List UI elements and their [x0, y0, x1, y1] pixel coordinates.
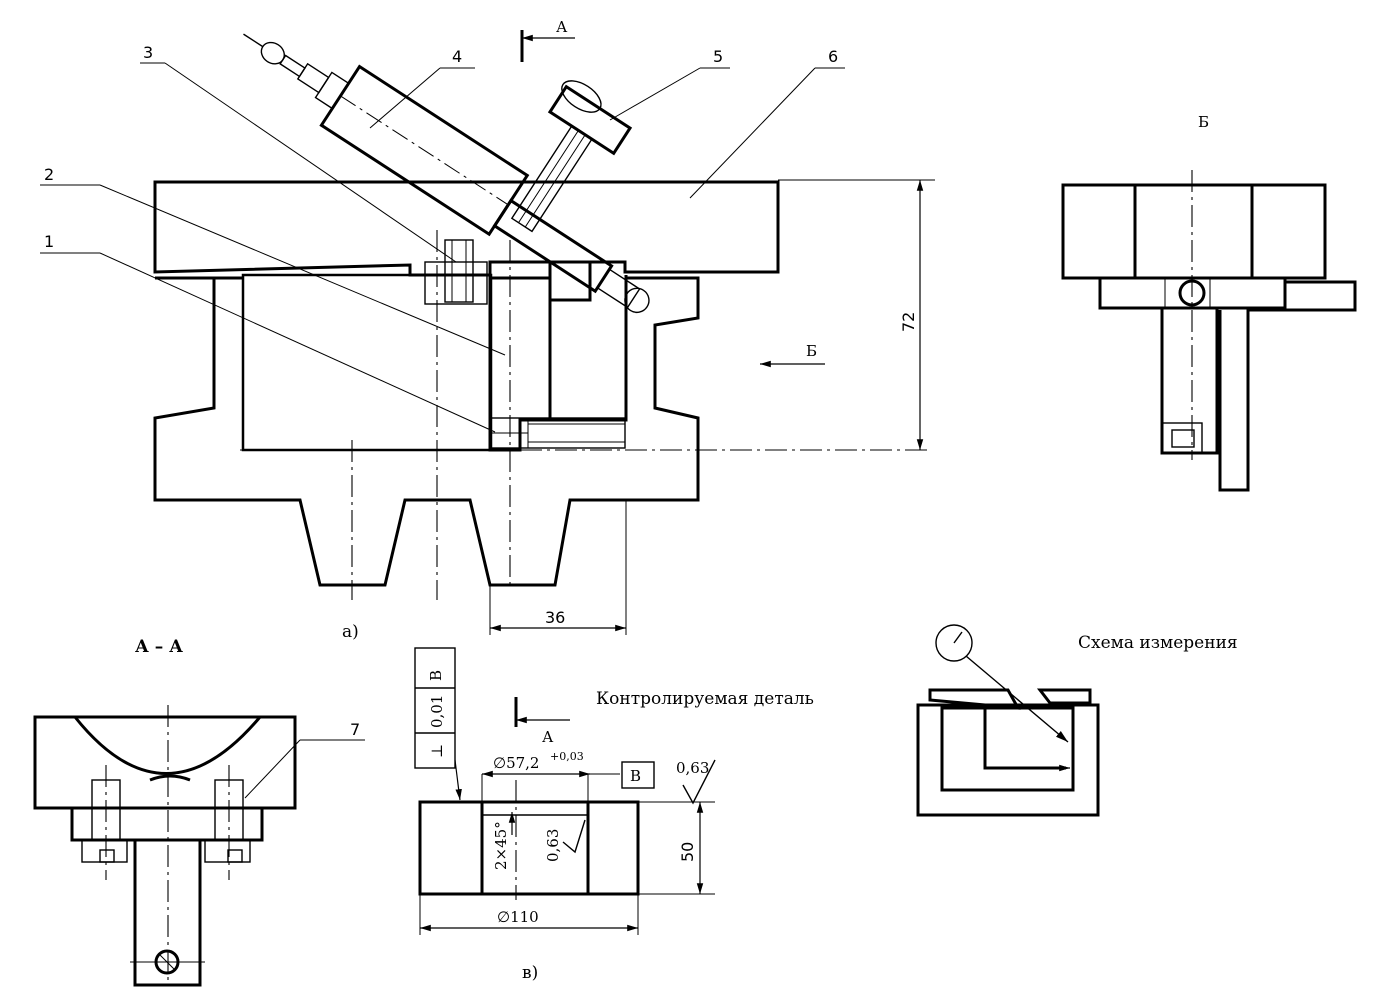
- body-cavity: [241, 273, 493, 452]
- dim-72: 72: [899, 312, 918, 332]
- part-title: Контролируемая деталь: [596, 689, 814, 709]
- section-mark-a: А: [556, 18, 568, 36]
- chamfer: 2×45°: [492, 821, 510, 870]
- height-dim: 50: [678, 842, 697, 862]
- controlled-part: Контролируемая деталь В 0,01 ⊥ А ∅57,2 +…: [414, 647, 814, 983]
- dial-gauge-icon: [935, 624, 973, 662]
- tolerance-frame: [414, 647, 456, 769]
- callout-3: 3: [143, 43, 153, 62]
- tolerance-value: 0,01: [428, 695, 446, 728]
- guide-post: [488, 260, 552, 452]
- main-view: 1 2 3 4 5 6 А Б 72 36 а): [40, 18, 935, 642]
- top-plate: [153, 180, 780, 302]
- datum-label: В: [630, 767, 641, 785]
- bore-tol: +0,03: [550, 750, 584, 763]
- bore-dim: ∅57,2: [493, 754, 539, 772]
- roughness-top: 0,63: [676, 759, 709, 777]
- view-b: Б: [1061, 113, 1357, 492]
- caption-a: а): [342, 622, 359, 642]
- measurement-scheme: Схема измерения: [916, 624, 1238, 817]
- caption-b: в): [522, 963, 538, 983]
- callout-2: 2: [44, 165, 54, 184]
- callout-6: 6: [828, 47, 838, 66]
- fixture-body: [153, 276, 700, 587]
- roughness-bore: 0,63: [544, 829, 562, 862]
- screw-3: [444, 239, 474, 303]
- tolerance-symbol: ⊥: [428, 744, 446, 758]
- datum-box: [621, 761, 655, 789]
- callout-7: 7: [350, 720, 360, 739]
- view-b-title: Б: [1198, 113, 1209, 131]
- callout-4: 4: [452, 47, 462, 66]
- part-section-mark: А: [542, 728, 554, 746]
- scheme-title: Схема измерения: [1078, 633, 1238, 653]
- callout-1: 1: [44, 232, 54, 251]
- dim-36: 36: [545, 608, 565, 627]
- tolerance-datum: В: [427, 670, 445, 681]
- section-aa-title: А – А: [135, 637, 183, 657]
- view-mark-b: Б: [806, 342, 817, 360]
- callout-5: 5: [713, 47, 723, 66]
- dial-indicator: [243, 33, 650, 314]
- outer-dim: ∅110: [497, 908, 539, 926]
- section-aa: А – А 7: [33, 637, 365, 987]
- adjust-knob: [510, 80, 633, 233]
